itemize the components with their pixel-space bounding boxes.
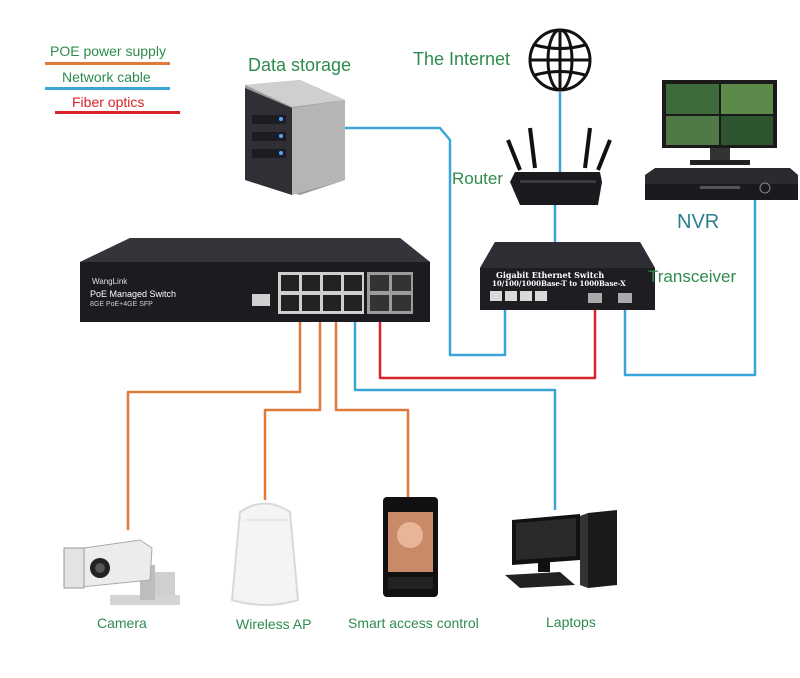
fiber-switch-transceiver [378, 305, 597, 380]
camera-icon [63, 539, 180, 605]
label-data-storage: Data storage [248, 55, 352, 75]
legend-fiber-label: Fiber optics [72, 94, 145, 110]
switch-subtitle: 8GE PoE+4GE SFP [90, 301, 153, 308]
router-icon [506, 127, 612, 205]
label-internet: The Internet [413, 49, 511, 69]
access-point-icon [230, 502, 300, 606]
converter-line1: Gigabit Ethernet Switch [496, 270, 605, 280]
legend-network-label: Network cable [62, 69, 151, 85]
cable-switch-laptops [353, 322, 557, 510]
label-camera: Camera [97, 615, 147, 631]
switch-title: PoE Managed Switch [90, 289, 177, 299]
poe-switch-access [334, 322, 410, 500]
legend-network-line [45, 87, 170, 90]
legend-fiber-line [55, 111, 180, 114]
poe-switch-ap [263, 322, 322, 500]
label-access-control: Smart access control [348, 615, 479, 631]
monitor-icon [662, 80, 777, 165]
label-nvr: NVR [677, 211, 720, 233]
label-transceiver: Transceiver [648, 267, 737, 286]
legend-poe-line [45, 62, 170, 65]
switch-brand: WangLink [92, 277, 128, 286]
poe-switch-icon [80, 238, 430, 322]
converter-line2: 10/100/1000Base-T to 1000Base-X [492, 279, 626, 288]
server-icon [245, 80, 345, 195]
cable-storage-transceiver [345, 126, 507, 357]
media-converter-icon [480, 242, 655, 310]
nvr-recorder-icon [645, 168, 798, 200]
globe-icon [528, 28, 592, 92]
label-laptops: Laptops [546, 614, 596, 630]
legend-poe-label: POE power supply [50, 43, 166, 59]
desktop-computer-icon [505, 510, 617, 588]
label-router: Router [452, 169, 504, 188]
poe-switch-camera [126, 322, 302, 530]
label-wireless-ap: Wireless AP [236, 616, 312, 632]
cable-transceiver-nvr [623, 200, 757, 377]
access-terminal-icon [383, 497, 438, 597]
